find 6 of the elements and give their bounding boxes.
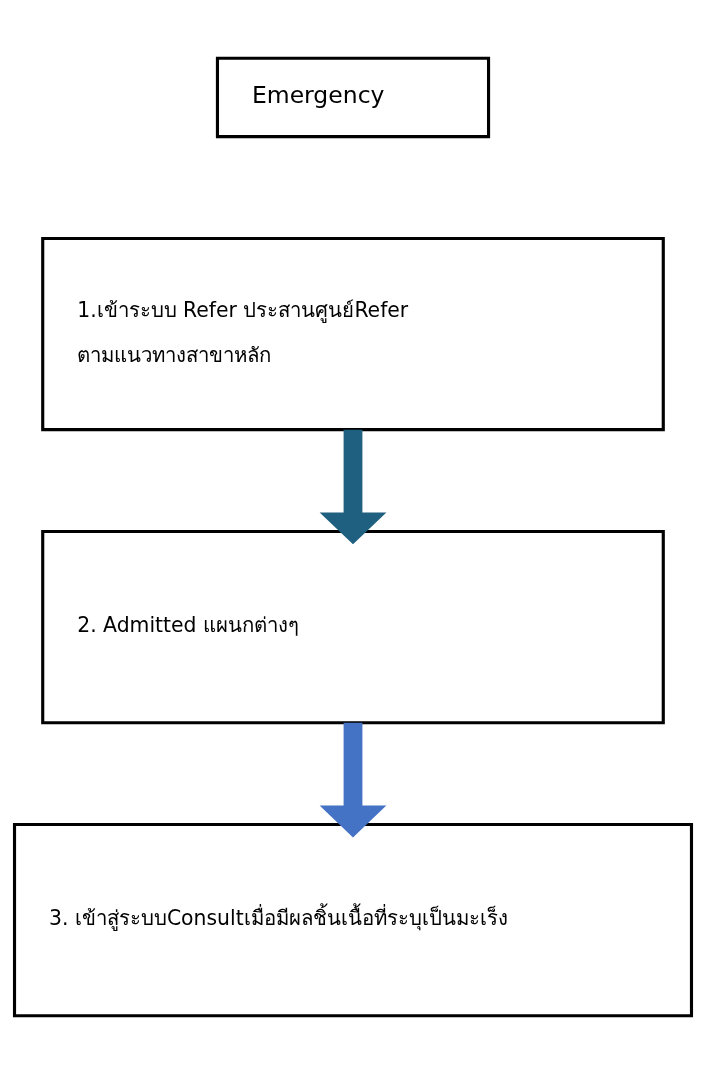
node-box: 1.เข้าระบบ Refer ประสานศูนย์Refer ตามแนวทางสาขาหลัก <box>41 236 665 431</box>
node-box: 3. เข้าสู่ระบบConsultเมื่อมีผลชิ้นเนื้อที่ระบุเป็นมะเร็ง <box>12 822 694 1017</box>
node-box: 2. Admitted แผนกต่างๆ <box>41 529 665 724</box>
arrow <box>319 429 387 544</box>
arrow <box>319 722 387 837</box>
node-box: Emergency <box>215 56 491 138</box>
